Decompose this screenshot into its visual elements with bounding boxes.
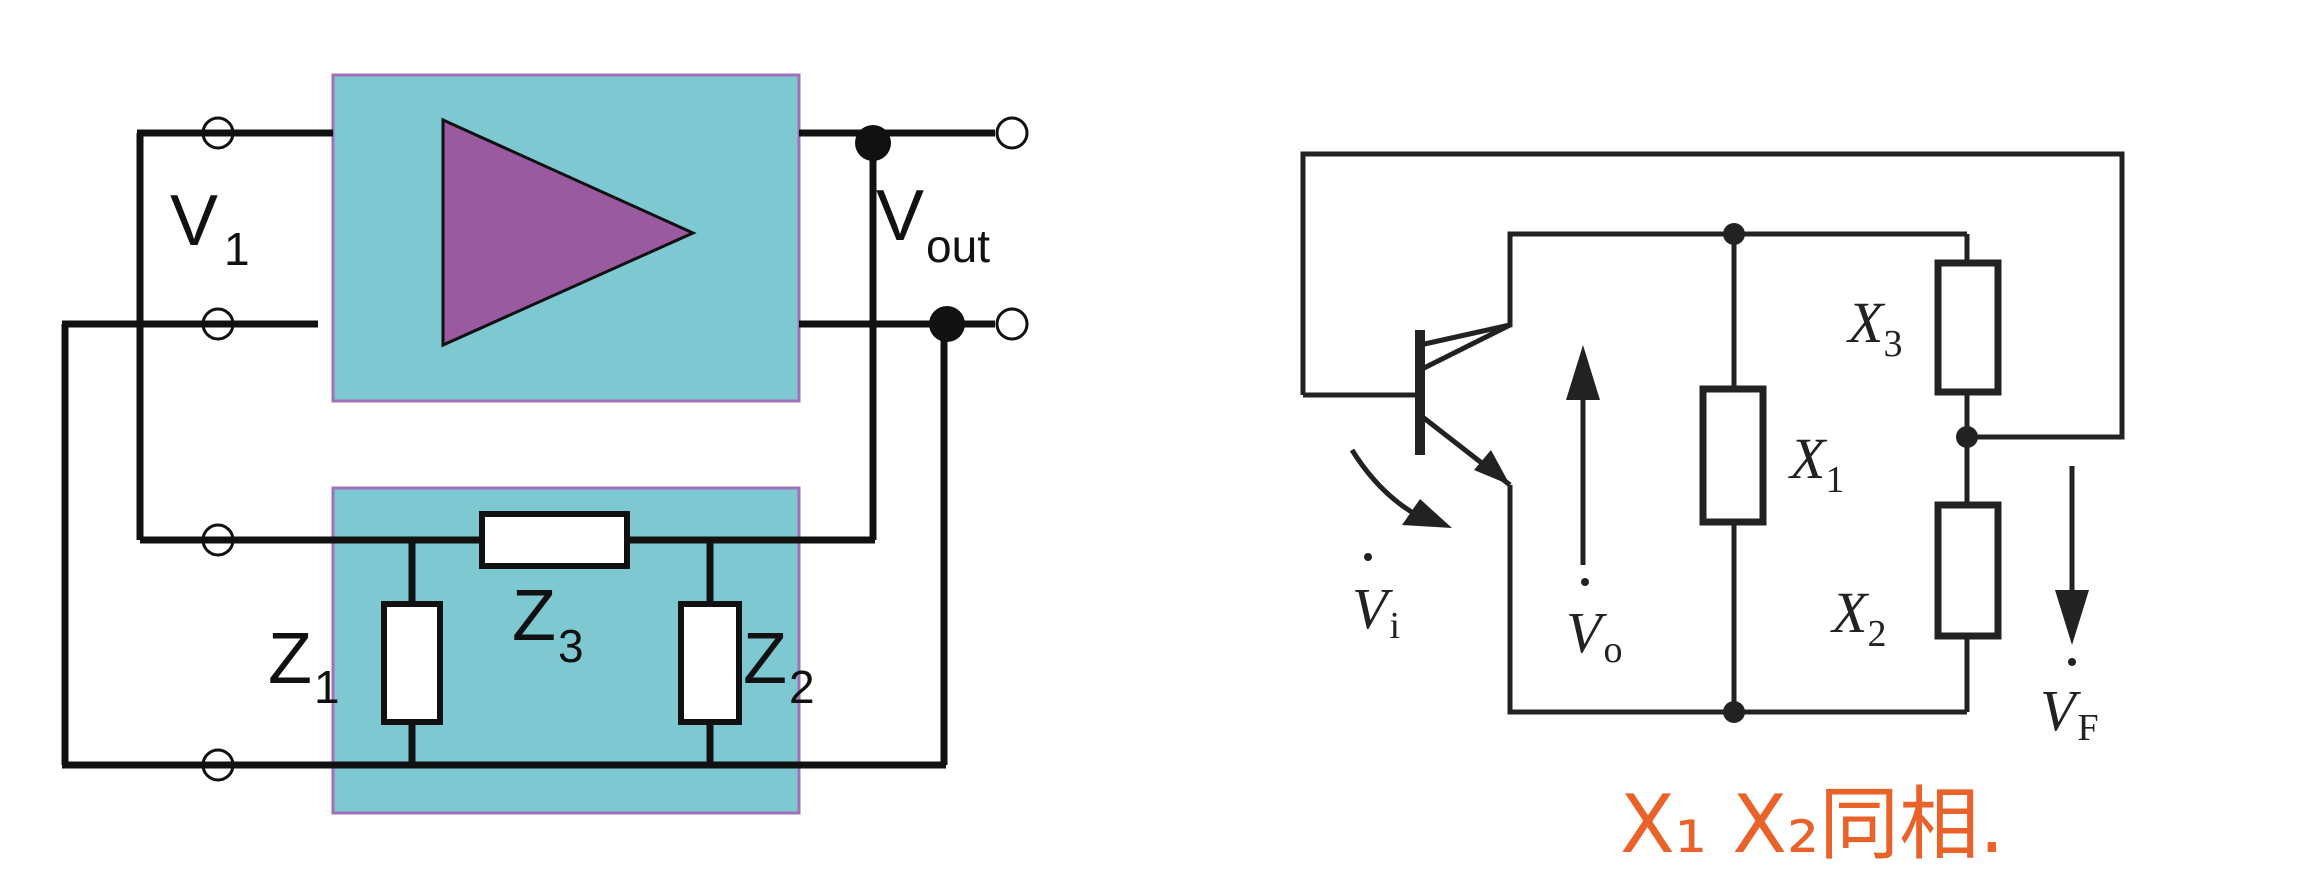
z3-resistor [479,511,630,569]
x2-label: X2 [1830,580,1886,655]
z2-resistor [678,601,742,725]
junction-dot [1723,223,1745,245]
terminal-circle [201,748,235,782]
output-terminal-circle [995,116,1029,150]
svg-text:Vi: Vi [1352,576,1400,647]
vf-arrow-icon [2055,466,2089,645]
vf-label: VF [2040,658,2099,749]
vi-arrow-icon [1349,448,1452,528]
junction-dot [1723,701,1745,723]
junction-dot [1956,426,1978,448]
vo-arrow-icon [1566,345,1600,565]
x1-label: X1 [1788,426,1844,501]
x3-label: X3 [1846,290,1902,365]
transistor-icon [1415,322,1512,487]
x3-resistor [1934,259,2002,396]
junction-dot [929,306,965,342]
terminal-circle [201,307,235,341]
z3-label: Z3 [512,576,584,672]
z1-resistor [381,601,443,725]
vout-label: Vout [876,176,990,272]
junction-dot [855,125,891,161]
svg-text:VF: VF [2040,678,2099,749]
output-terminal-circle [995,307,1029,341]
z2-label: Z2 [743,619,815,713]
handwritten-note: X₁ X₂同相. [1620,778,2005,871]
vo-label: Vo [1566,578,1622,671]
left-wires [61,129,995,769]
amplifier-triangle-icon [441,117,697,348]
right-circuit: X1 X3 X2 Vi Vo VF [1300,151,2125,749]
x2-resistor [1934,501,2002,640]
left-terminals [201,116,1029,782]
terminal-circle [201,116,235,150]
vi-label: Vi [1352,553,1400,647]
terminal-circle [201,523,235,557]
svg-text:Vo: Vo [1566,600,1622,671]
z1-label: Z1 [268,619,340,713]
x1-resistor [1699,385,1767,526]
